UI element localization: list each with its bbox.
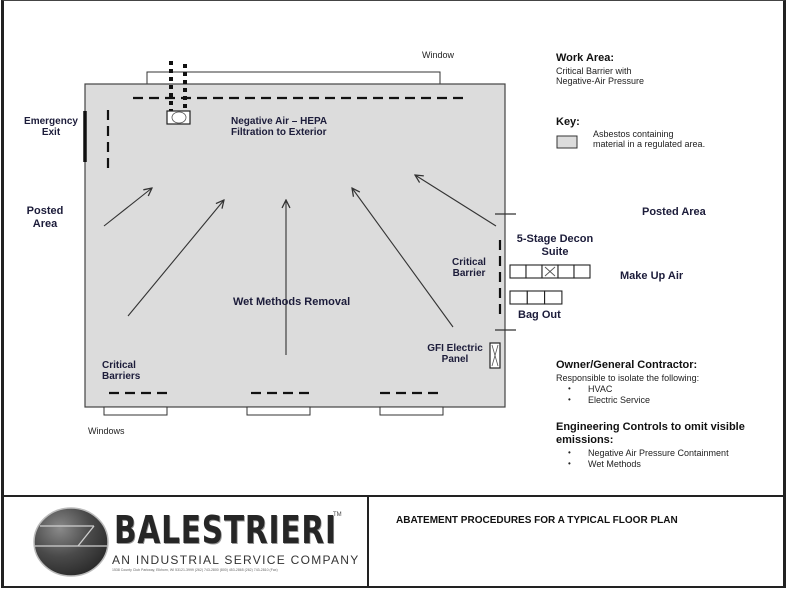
key-title: Key: bbox=[556, 116, 580, 128]
regulated-work-area bbox=[84, 83, 506, 408]
engineering-controls-list: Negative Air Pressure Containment Wet Me… bbox=[562, 448, 729, 469]
company-address: 1538 County Club Parkway, Elkhorn, WI 53… bbox=[112, 568, 278, 572]
window-bottom-1 bbox=[103, 406, 168, 416]
critical-barrier-label: Critical Barrier bbox=[452, 257, 486, 279]
company-name: BALESTRIERI bbox=[114, 508, 337, 552]
gfi-panel-x bbox=[491, 344, 499, 367]
decon-stage bbox=[573, 264, 591, 279]
key-description: Asbestos containing material in a regula… bbox=[593, 129, 706, 149]
work-area-description: Critical Barrier with Negative-Air Press… bbox=[556, 66, 645, 86]
floor-plan-diagram bbox=[83, 61, 591, 416]
owner-contractor-title: Owner/General Contractor: bbox=[556, 359, 698, 371]
drawing-title: ABATEMENT PROCEDURES FOR A TYPICAL FLOOR… bbox=[396, 515, 678, 526]
owner-isolation-item: Electric Service bbox=[562, 395, 650, 406]
title-block-divider bbox=[367, 497, 369, 588]
windows-bottom-label: Windows bbox=[88, 426, 125, 436]
company-logo: BALESTRIERI TM AN INDUSTRIAL SERVICE COM… bbox=[32, 504, 358, 586]
key-swatch bbox=[556, 135, 578, 149]
window-top-label: Window bbox=[422, 50, 455, 60]
negative-air-label: Negative Air – HEPA Filtration to Exteri… bbox=[231, 116, 328, 138]
airflow-arrow bbox=[352, 188, 454, 328]
work-area-title: Work Area: bbox=[556, 52, 615, 64]
company-tagline: AN INDUSTRIAL SERVICE COMPANY bbox=[112, 553, 360, 567]
airflow-arrow bbox=[127, 200, 224, 317]
window-bottom-3 bbox=[379, 406, 444, 416]
decon-stage bbox=[509, 264, 527, 279]
hepa-fan-icon bbox=[171, 111, 187, 124]
trademark-symbol: TM bbox=[333, 512, 342, 518]
emergency-exit-label: Emergency Exit bbox=[24, 116, 78, 138]
window-bottom-2 bbox=[246, 406, 311, 416]
engineering-controls-title: Engineering Controls to omit visible emi… bbox=[556, 421, 745, 446]
bag-out-stage bbox=[526, 290, 546, 305]
decon-stage bbox=[557, 264, 575, 279]
bag-out bbox=[509, 290, 563, 305]
owner-isolation-list: HVAC Electric Service bbox=[562, 384, 650, 405]
wet-methods-label: Wet Methods Removal bbox=[233, 296, 351, 308]
bag-out-label: Bag Out bbox=[518, 309, 561, 321]
bag-out-stage bbox=[544, 290, 563, 305]
logo-globe-icon bbox=[33, 507, 109, 577]
make-up-air-label: Make Up Air bbox=[620, 270, 684, 282]
posted-area-right-label: Posted Area bbox=[642, 206, 706, 218]
owner-isolation-item: HVAC bbox=[562, 384, 650, 395]
decon-stage bbox=[525, 264, 543, 279]
decon-suite-label: 5-Stage Decon Suite bbox=[516, 233, 594, 258]
gfi-panel-label: GFI Electric Panel bbox=[427, 343, 483, 365]
shower-x-icon bbox=[544, 266, 556, 277]
decon-suite bbox=[509, 264, 591, 279]
critical-barriers-label: Critical Barriers bbox=[102, 360, 141, 382]
engineering-control-item: Wet Methods bbox=[562, 459, 729, 470]
airflow-arrow bbox=[415, 175, 497, 227]
airflow-arrow bbox=[103, 188, 152, 227]
bag-out-stage bbox=[509, 290, 528, 305]
window-top bbox=[146, 71, 441, 85]
engineering-control-item: Negative Air Pressure Containment bbox=[562, 448, 729, 459]
owner-contractor-description: Responsible to isolate the following: bbox=[556, 373, 700, 383]
posted-area-left-label: Posted Area bbox=[26, 205, 64, 230]
title-block: BALESTRIERI TM AN INDUSTRIAL SERVICE COM… bbox=[4, 495, 784, 588]
